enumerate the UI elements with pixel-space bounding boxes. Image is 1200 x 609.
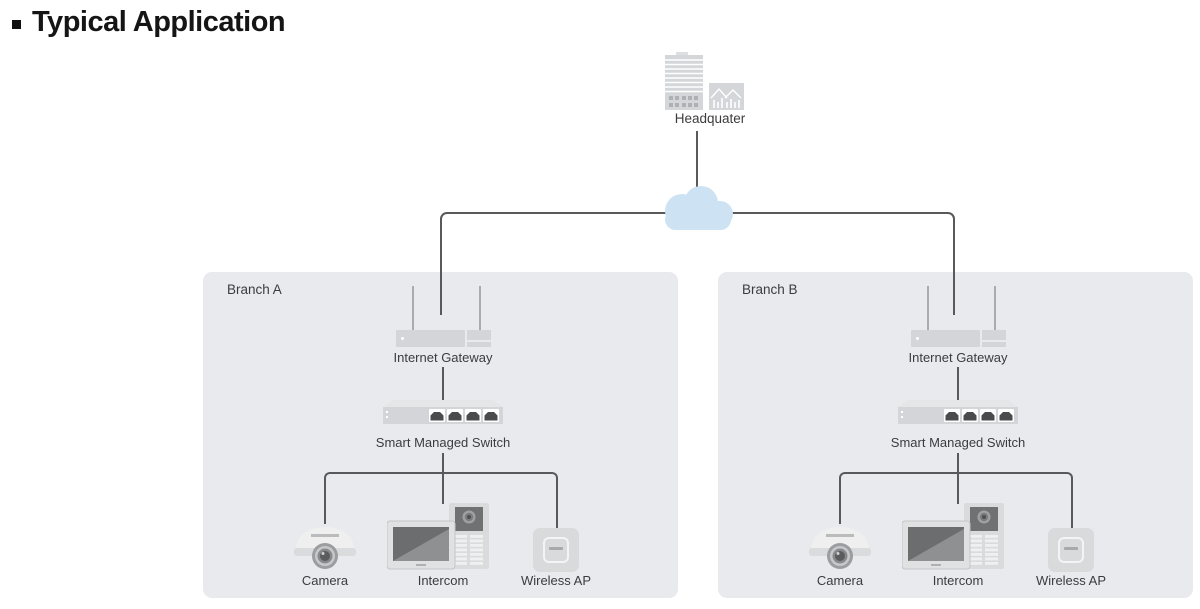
gateway-label: Internet Gateway <box>908 350 1008 365</box>
connector-corner <box>324 472 384 524</box>
device-label-intercom: Intercom <box>932 573 984 588</box>
camera-icon <box>293 523 357 576</box>
connector-line <box>442 367 444 400</box>
connector-line <box>442 453 444 473</box>
connector-line <box>957 473 959 504</box>
device-label-intercom: Intercom <box>417 573 469 588</box>
bullet-icon <box>12 20 21 29</box>
managed-switch-icon <box>383 399 503 430</box>
device-label-wireless-ap: Wireless AP <box>1035 573 1107 588</box>
cloud-icon <box>665 186 733 230</box>
headquarter-label: Headquater <box>674 111 746 126</box>
cloud-to-branch-a-line <box>440 212 560 315</box>
switch-label: Smart Managed Switch <box>375 435 511 450</box>
internet-gateway-icon <box>906 286 1010 348</box>
connector-line <box>442 473 444 504</box>
managed-switch-icon <box>898 399 1018 430</box>
branch-a-panel: Branch A Internet Gateway <box>203 272 678 598</box>
connector-line <box>957 367 959 400</box>
page-title: Typical Application <box>32 6 286 38</box>
intercom-icon <box>901 503 1006 576</box>
connector-corner <box>839 472 899 524</box>
antenna-icon <box>994 286 996 332</box>
internet-gateway-icon <box>391 286 495 348</box>
hq-to-cloud-line <box>696 131 698 187</box>
cloud-to-branch-b-line <box>834 212 955 315</box>
gateway-label: Internet Gateway <box>393 350 493 365</box>
connector-line <box>382 472 499 474</box>
branch-b-panel: Branch B Internet Gateway <box>718 272 1193 598</box>
antenna-icon <box>927 286 929 332</box>
switch-label: Smart Managed Switch <box>890 435 1026 450</box>
headquarter-buildings-icon <box>660 52 746 116</box>
device-label-camera: Camera <box>816 573 864 588</box>
branch-a-label: Branch A <box>227 282 282 297</box>
intercom-icon <box>386 503 491 576</box>
wireless-ap-icon <box>533 528 579 572</box>
connector-line <box>957 453 959 473</box>
device-label-wireless-ap: Wireless AP <box>520 573 592 588</box>
wireless-ap-icon <box>1048 528 1094 572</box>
device-label-camera: Camera <box>301 573 349 588</box>
antenna-icon <box>412 286 414 332</box>
connector-line <box>897 472 1014 474</box>
branch-b-label: Branch B <box>742 282 798 297</box>
title-row: Typical Application <box>12 6 286 39</box>
connector-corner <box>1012 472 1073 529</box>
antenna-icon <box>479 286 481 332</box>
connector-corner <box>497 472 558 529</box>
camera-icon <box>808 523 872 576</box>
